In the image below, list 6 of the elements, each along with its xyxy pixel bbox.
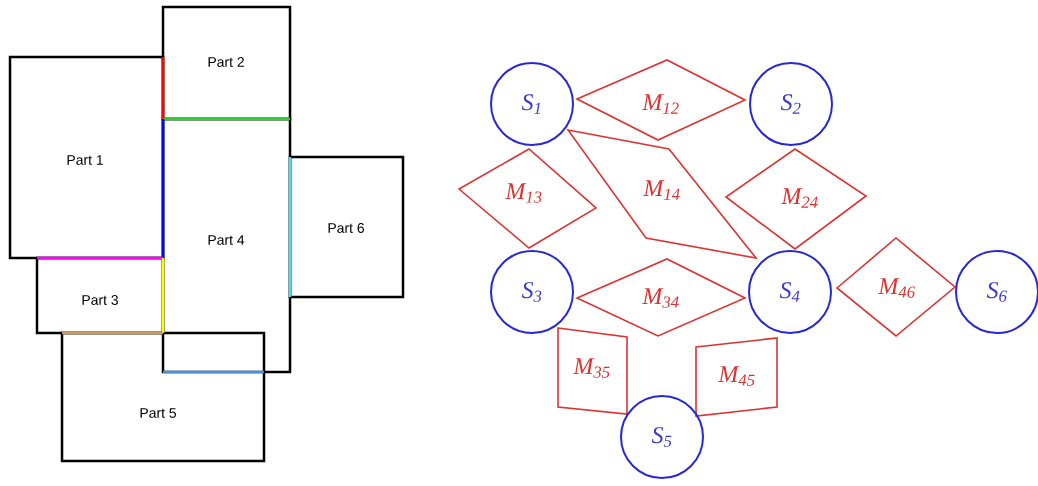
part-box: Part 5 bbox=[60, 331, 266, 463]
part-box: Part 6 bbox=[288, 155, 405, 299]
part-box: Part 1 bbox=[8, 55, 165, 260]
part-box: Part 4 bbox=[161, 117, 292, 374]
part-box: Part 2 bbox=[161, 5, 292, 121]
part-box: Part 3 bbox=[35, 256, 165, 335]
